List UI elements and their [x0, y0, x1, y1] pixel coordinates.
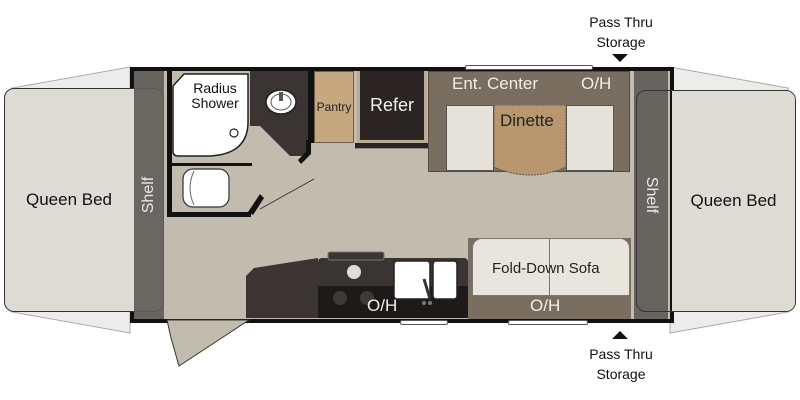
top-storage-line2: Storage [596, 34, 646, 50]
pantry-wall [308, 71, 314, 143]
sofa-overhead-label: O/H [530, 296, 561, 315]
right-queen-bed-label: Queen Bed [690, 191, 777, 210]
bottom-window-kitchen [400, 320, 448, 325]
bathroom-wall-right [298, 140, 311, 164]
entertainment-center-label: Ent. Center [452, 74, 538, 93]
right-queen-bed-fill: Queen Bed [672, 91, 795, 311]
right-shelf: Shelf [634, 71, 668, 319]
bathroom-wall-left [167, 71, 172, 217]
sink-icon [265, 89, 297, 115]
dinette-bench-right [566, 105, 614, 171]
dinette-table [493, 105, 567, 176]
top-storage-line1: Pass Thru [589, 14, 653, 30]
sofa-divider [549, 239, 550, 295]
bottom-storage-line2: Storage [596, 366, 646, 382]
dinette-label: Dinette [500, 111, 554, 130]
toilet-icon [182, 168, 230, 208]
bathroom-wall-bottom [167, 212, 251, 217]
pantry: Pantry [314, 71, 354, 143]
top-storage-arrow-icon [612, 54, 628, 62]
top-window [465, 65, 593, 70]
fold-down-sofa-label: Fold-Down Sofa [492, 260, 600, 277]
refrigerator-base [355, 143, 429, 149]
refrigerator-label: Refer [369, 95, 414, 115]
refrigerator: Refer [357, 71, 427, 143]
radius-shower [172, 73, 249, 157]
left-queen-bed-label: Queen Bed [25, 190, 112, 209]
entry-door [166, 319, 251, 367]
kitchen-sink-icon [393, 260, 458, 305]
radius-shower-label: Radius Shower [191, 80, 239, 111]
left-shelf: Shelf [134, 71, 164, 319]
left-shelf-label: Shelf [140, 176, 157, 214]
bathroom-door-swing [259, 178, 315, 210]
bottom-storage-arrow-icon [612, 331, 628, 339]
right-queen-bed [636, 90, 796, 312]
stove-burners-icon [333, 265, 374, 305]
dinette-bench-left [446, 105, 494, 171]
kitchen-overhead-label: O/H [367, 296, 398, 315]
bottom-window-sofa [508, 320, 588, 325]
fold-down-sofa [472, 238, 630, 296]
shower-wall [172, 163, 252, 166]
pantry-label: Pantry [316, 100, 352, 114]
bottom-storage-line1: Pass Thru [589, 346, 653, 362]
top-overhead-label: O/H [581, 74, 612, 93]
bathroom-door-jamb [248, 194, 264, 215]
